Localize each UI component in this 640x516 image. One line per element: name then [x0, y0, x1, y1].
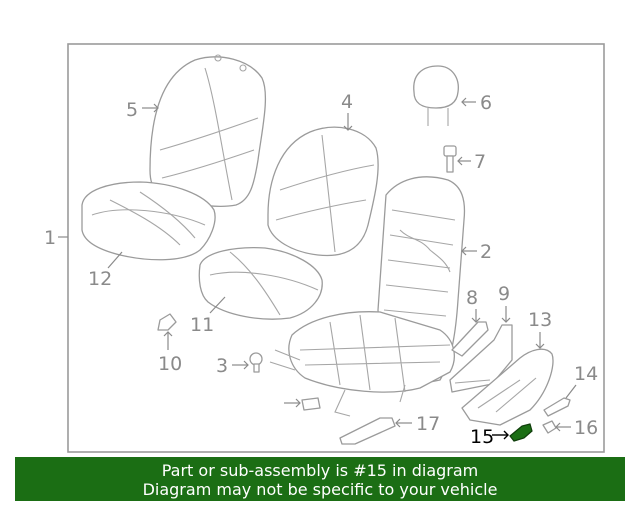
callout-14[interactable]: 14 — [565, 363, 598, 399]
callout-label-16: 16 — [574, 417, 598, 439]
callout-label-7: 7 — [474, 151, 486, 173]
callout-17[interactable]: 17 — [395, 413, 440, 435]
cap — [542, 420, 557, 434]
callout-label-3: 3 — [216, 355, 228, 377]
callout-2[interactable]: 2 — [461, 241, 492, 263]
callout-1[interactable]: 1 — [44, 227, 68, 249]
clip-part — [157, 313, 177, 331]
callout-label-8: 8 — [466, 287, 478, 309]
callout-label-13: 13 — [528, 309, 552, 331]
callout-label-5: 5 — [126, 99, 138, 121]
callout-label-4: 4 — [341, 91, 353, 113]
callout-7[interactable]: 7 — [457, 151, 486, 173]
callout-6[interactable]: 6 — [461, 92, 492, 114]
highlighted-part-15[interactable] — [509, 423, 533, 442]
callout-18[interactable] — [284, 398, 301, 408]
callout-12[interactable]: 12 — [88, 251, 123, 290]
diagram-frame — [67, 43, 605, 453]
link-part — [301, 397, 321, 411]
callout-label-17: 17 — [416, 413, 440, 435]
bolt — [249, 352, 263, 373]
banner-line-1: Part or sub-assembly is #15 in diagram — [161, 461, 479, 480]
callout-16[interactable]: 16 — [555, 417, 598, 439]
side-shield — [461, 348, 554, 426]
headrest — [413, 65, 459, 126]
callout-label-2: 2 — [480, 241, 492, 263]
info-banner: Part or sub-assembly is #15 in diagram D… — [15, 457, 625, 501]
callout-label-14: 14 — [574, 363, 598, 385]
banner-line-2: Diagram may not be specific to your vehi… — [142, 480, 498, 499]
callout-label-11: 11 — [190, 314, 214, 336]
callout-13[interactable]: 13 — [528, 309, 552, 349]
callout-label-6: 6 — [480, 92, 492, 114]
callout-label-15: 15 — [470, 426, 494, 448]
callout-label-9: 9 — [498, 283, 510, 305]
seat-back-cover — [149, 54, 267, 207]
callout-5[interactable]: 5 — [126, 99, 159, 121]
rail-cover — [339, 417, 396, 445]
callout-3[interactable]: 3 — [216, 355, 249, 377]
trim-part — [451, 321, 489, 357]
callout-11[interactable]: 11 — [190, 296, 226, 336]
side-trim — [449, 324, 513, 393]
seat-back-pad — [267, 126, 379, 257]
lever — [543, 397, 571, 417]
callout-4[interactable]: 4 — [341, 91, 353, 131]
callout-label-1: 1 — [44, 227, 56, 249]
seat-cushion-cover — [81, 181, 216, 261]
seat-cushion-pad — [198, 246, 323, 320]
callout-10[interactable]: 10 — [158, 331, 182, 375]
seat-frame — [269, 176, 466, 417]
callout-9[interactable]: 9 — [498, 283, 511, 323]
callout-label-10: 10 — [158, 353, 182, 375]
callout-label-12: 12 — [88, 268, 112, 290]
headrest-guide — [443, 145, 457, 173]
callout-15[interactable]: 15 — [470, 426, 509, 448]
callout-8[interactable]: 8 — [466, 287, 481, 323]
